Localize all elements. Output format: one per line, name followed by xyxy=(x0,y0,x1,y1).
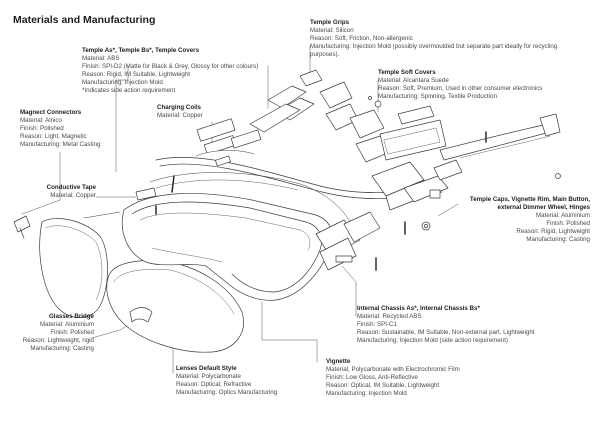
conductive-tape-shape xyxy=(135,187,157,201)
callout-temple-soft-covers: Temple Soft Covers Material: Alcantara S… xyxy=(378,69,542,101)
leader-internal-chassis xyxy=(341,265,357,317)
callout-line: Material: Copper xyxy=(157,112,203,120)
callout-title: Temple Grips xyxy=(310,19,350,26)
upper-temple-pieces xyxy=(249,69,359,133)
callout-line: *Indicates side action requirement xyxy=(82,87,176,95)
callout-line: Material: Silicon xyxy=(310,27,354,35)
callout-line: Reason: Rigid, IM Suitable, Lightweight xyxy=(82,71,190,79)
callout-line: Material, Polycarbonate with Electrochro… xyxy=(326,366,460,374)
callout-line: Manufacturing: Injection Mold xyxy=(326,390,407,398)
rear-frame xyxy=(149,172,357,237)
callout-title: Glasses Bridge xyxy=(48,313,94,320)
temple-grip-pads xyxy=(349,96,391,163)
callout-line: Finish: SPI-D2 (Matte for Black & Grey, … xyxy=(82,63,259,71)
bridge-piece xyxy=(129,307,153,323)
callout-temple-as: Temple As*, Temple Bs*, Temple Covers Ma… xyxy=(82,47,258,95)
callout-line: Manufacturing: Metal Casting xyxy=(20,141,101,149)
callout-line: Reason: Optical, Refractive xyxy=(176,381,252,389)
callout-line: Finish: Polished xyxy=(546,220,590,228)
callout-internal-chassis: Internal Chassis As*, Internal Chassis B… xyxy=(357,305,534,345)
callout-line: Material: Alcantara Suede xyxy=(378,77,449,85)
left-lens xyxy=(39,218,108,318)
callout-line: Material: ABS xyxy=(82,55,120,63)
temple-soft-covers-shapes xyxy=(379,105,447,161)
callout-line: Material: Polycarbonate xyxy=(176,373,242,381)
leader-temple-caps xyxy=(437,203,459,217)
callout-title: Temple Caps, Vignette Rim, Main Button, … xyxy=(469,196,590,212)
callout-line: Material: Aluminium xyxy=(536,212,590,220)
callout-line: Manufacturing: Injection Mold xyxy=(82,79,163,87)
callout-line: Manufacturing: Injection Mold (possibly … xyxy=(310,43,558,59)
callout-temple-grips: Temple Grips Material: Silicon Reason: S… xyxy=(310,19,572,59)
callout-charging-coils: Charging Coils Material: Copper xyxy=(157,104,203,120)
callout-line: Finish: Low Gloss, Anti-Reflective xyxy=(326,374,418,382)
internal-chassis-shapes xyxy=(315,211,381,271)
temple-cap-block xyxy=(371,159,463,211)
callout-vignette: Vignette Material, Polycarbonate with El… xyxy=(326,358,460,398)
callout-lenses: Lenses Default Style Material: Polycarbo… xyxy=(176,365,277,397)
callout-magnet-connectors: Magnect Connectors Material: Alnico Fini… xyxy=(20,109,100,149)
callout-line: Finish: Polished xyxy=(20,125,64,133)
callout-line: Manufacturing: Casting xyxy=(526,236,590,244)
callout-title: Magnect Connectors xyxy=(20,109,82,116)
callout-line: Reason: Rigid, Lightweight xyxy=(516,228,590,236)
callout-line: Reason: Optical, IM Suitable, Lightweigh… xyxy=(326,382,440,390)
leader-magnet-connectors xyxy=(21,151,61,215)
callout-title: Internal Chassis As*, Internal Chassis B… xyxy=(357,305,480,312)
callout-line: Manufacturing: Optics Manufacturing xyxy=(176,389,278,397)
callout-line: Reason: Light, Magnetic xyxy=(20,133,87,141)
dimmer-wheel xyxy=(421,221,431,231)
callout-line: Finish: Polished xyxy=(50,329,94,337)
small-pins xyxy=(155,131,487,271)
callout-conductive-tape: Conductive Tape Material: Copper xyxy=(30,184,96,200)
right-temple-end xyxy=(439,113,561,179)
callout-line: Reason: Sustainable, IM Suitable, Non-ex… xyxy=(357,329,535,337)
page-title: Materials and Manufacturing xyxy=(13,14,156,26)
callout-line: Reason: Soft, Friction, Non-allergenic xyxy=(310,35,413,43)
leader-temple-as xyxy=(115,65,129,173)
callout-title: Temple As*, Temple Bs*, Temple Covers xyxy=(82,47,200,54)
callout-title: Charging Coils xyxy=(157,104,202,111)
callout-line: Finish: SPI-C1 xyxy=(357,321,397,329)
magnet-connector-shapes xyxy=(13,215,31,239)
callout-line: Reason: Lightweight, rigid xyxy=(22,337,94,345)
callout-line: Manufacturing: Casting xyxy=(30,345,94,353)
callout-title: Lenses Default Style xyxy=(176,365,237,372)
callout-temple-caps: Temple Caps, Vignette Rim, Main Button, … xyxy=(452,196,590,244)
callout-title: Conductive Tape xyxy=(46,184,96,191)
leader-vignette xyxy=(261,301,318,363)
right-lens xyxy=(106,260,244,353)
callout-line: Material: Alnico xyxy=(20,117,62,125)
main-frame xyxy=(121,193,333,301)
callout-line: Material: Recycled ABS xyxy=(357,313,422,321)
callout-title: Temple Soft Covers xyxy=(378,69,436,76)
callout-line: Material: Aluminium xyxy=(40,321,94,329)
callout-glasses-bridge: Glasses Bridge Material: Aluminium Finis… xyxy=(14,313,94,353)
callout-line: Material: Copper xyxy=(50,192,96,200)
callout-title: Vignette xyxy=(326,358,351,365)
callout-line: Manufacturing: Injection Mold (side acti… xyxy=(357,337,508,345)
charging-coil-parts xyxy=(195,118,262,167)
callout-line: Manufacturing: Spinning, Textile Product… xyxy=(378,93,497,101)
callout-line: Reason: Soft, Premium, Used in other con… xyxy=(378,85,543,93)
lens-bridge-line xyxy=(83,211,121,219)
